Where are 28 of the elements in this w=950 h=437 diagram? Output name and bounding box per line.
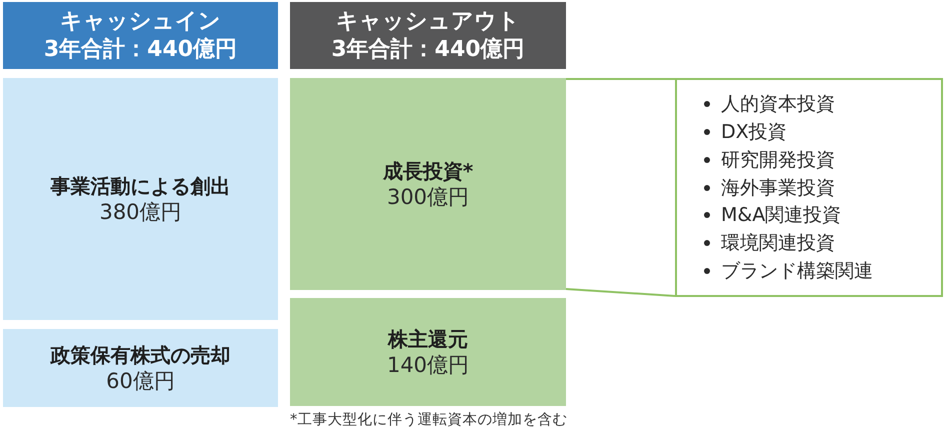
total-text: 3年合計：440億円 [331, 36, 525, 64]
list-item: M&A関連投資 [721, 203, 842, 228]
list-item: 環境関連投資 [721, 230, 835, 255]
header-title: キャッシュアウト [336, 8, 520, 36]
category-title: 成長投資* [382, 158, 474, 184]
category-box [290, 78, 566, 290]
amount-text: 300億円 [386, 184, 470, 210]
list-item: 海外事業投資 [721, 176, 835, 200]
list-item: 人的資本投資 [721, 92, 835, 116]
header-box [290, 2, 566, 69]
footnote: *工事大型化に伴う運転資本の増加を含む [290, 410, 568, 429]
amount-text: 140億円 [386, 352, 470, 378]
total-text: 3年合計：440億円 [44, 36, 238, 64]
category-box [290, 298, 566, 406]
list-item: ブランド構築関連 [721, 258, 873, 283]
header-box [3, 2, 278, 69]
category-title: 政策保有株式の売却 [50, 342, 230, 368]
list-item: DX投資 [721, 120, 787, 144]
amount-text: 380億円 [99, 199, 182, 225]
category-title: 事業活動による創出 [50, 173, 230, 199]
category-title: 株主還元 [388, 326, 468, 352]
list-box [675, 78, 943, 297]
header-title: キャッシュイン [60, 8, 221, 36]
category-box [3, 78, 278, 320]
list-item: 研究開発投資 [721, 148, 835, 172]
callout-wedge [565, 78, 676, 297]
amount-text: 60億円 [106, 368, 175, 394]
category-box [3, 329, 278, 407]
